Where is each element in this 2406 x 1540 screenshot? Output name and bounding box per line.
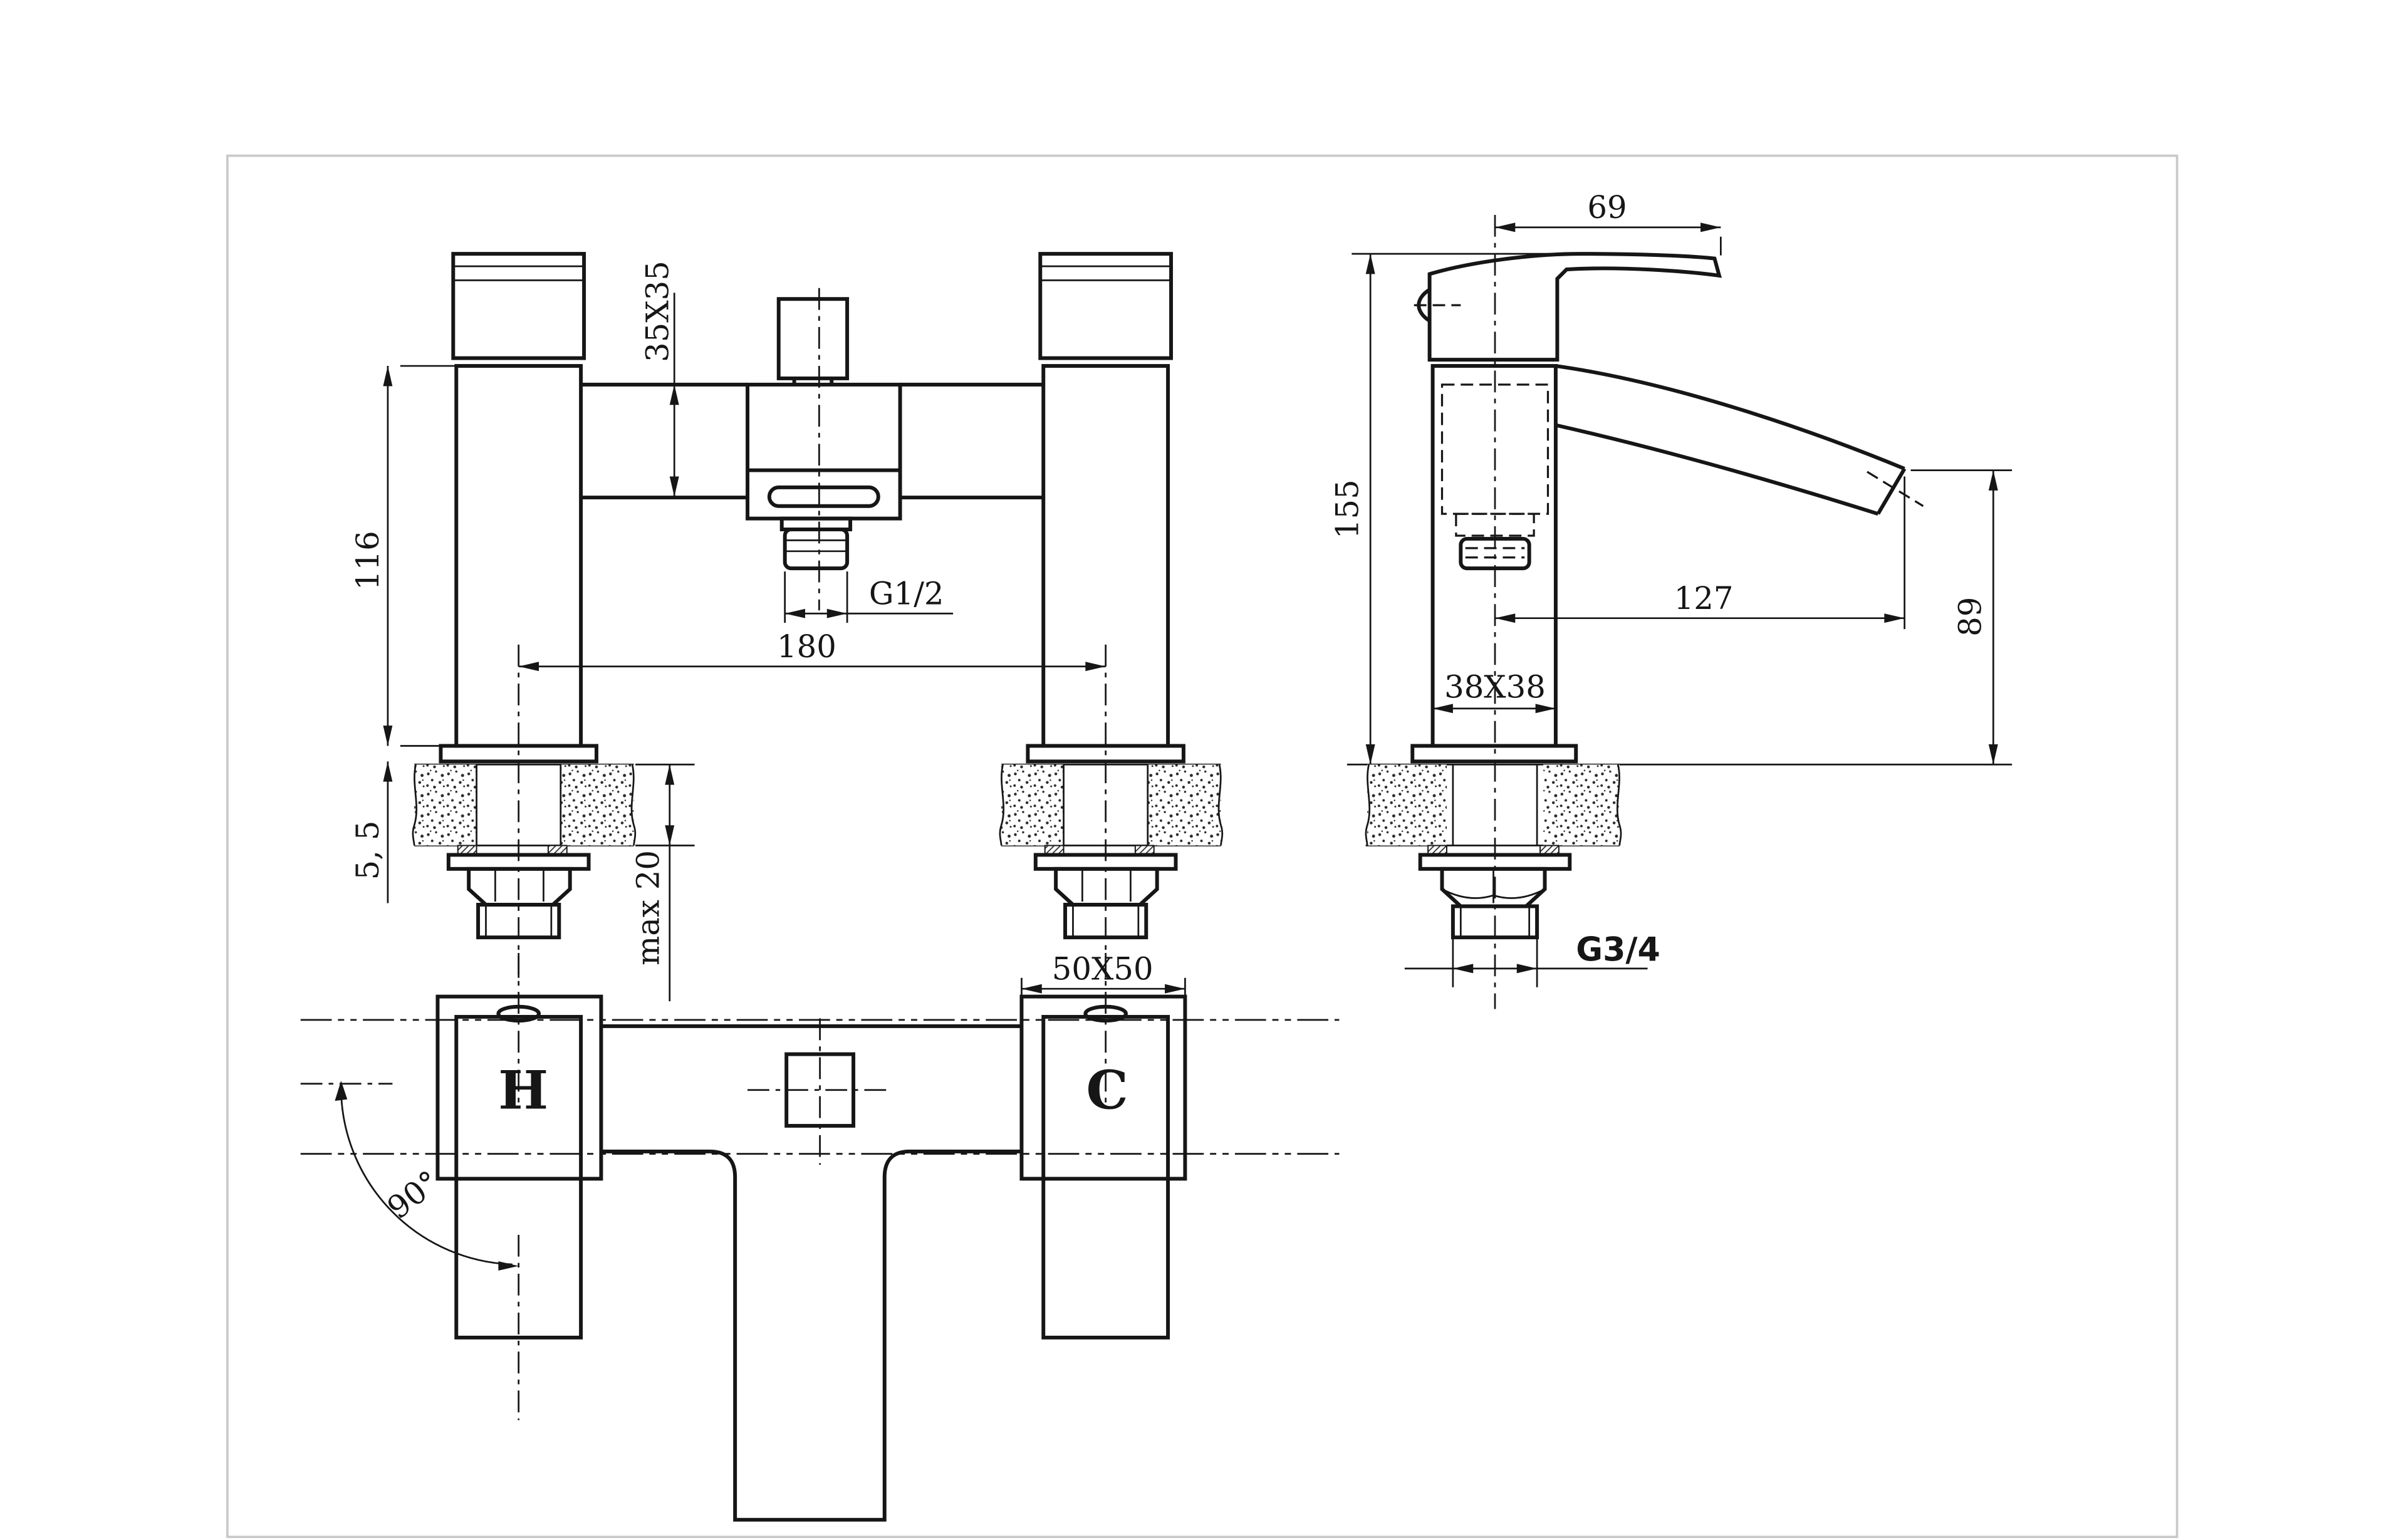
dim-g1-2: G1/2 bbox=[784, 571, 954, 623]
dim-max-20-label: max 20 bbox=[630, 850, 666, 965]
deck-break-edge bbox=[1217, 764, 1224, 846]
dim-38x38: 38X38 bbox=[1432, 669, 1556, 714]
deck-break-edge bbox=[1365, 764, 1371, 846]
base-centerlines bbox=[518, 953, 1107, 1420]
deck-hatch bbox=[560, 764, 634, 846]
dim-116-label: 116 bbox=[350, 531, 386, 590]
cold-label: C bbox=[1086, 1059, 1128, 1121]
tail-thread-lines bbox=[1459, 906, 1531, 938]
dim-89: 89 bbox=[1910, 469, 2013, 765]
spout-flow-dash bbox=[1867, 471, 1924, 507]
dim-max-20: max 20 bbox=[630, 763, 695, 1002]
dim-35x35: 35X35 bbox=[639, 261, 679, 497]
dim-155-label: 155 bbox=[1329, 479, 1365, 539]
dim-69-label: 69 bbox=[1587, 189, 1627, 226]
deck-hatch bbox=[1001, 764, 1064, 846]
deck-break-edge bbox=[412, 764, 418, 846]
plan-view: H C 50X50 90° bbox=[300, 950, 1340, 1522]
front-view: 35X35 116 5, 5 max 20 bbox=[350, 252, 1224, 1002]
drawing-border bbox=[226, 154, 2179, 1538]
right-cap-detail-lines bbox=[1040, 265, 1172, 281]
dim-5-5: 5, 5 bbox=[350, 761, 393, 903]
threaded-shank-lines bbox=[476, 764, 1149, 846]
tail-thread-lines bbox=[485, 904, 553, 938]
outlet-nipple bbox=[783, 528, 850, 571]
dim-38x38-label: 38X38 bbox=[1444, 669, 1546, 705]
cold-base-square bbox=[1019, 994, 1187, 1181]
dim-89-label: 89 bbox=[1952, 597, 1988, 637]
spout-bottom-curve bbox=[1555, 423, 1879, 516]
left-handle-cap bbox=[451, 252, 586, 360]
waterfall-slot bbox=[767, 485, 880, 508]
deck-hatch bbox=[1367, 764, 1447, 846]
dim-5-5-label: 5, 5 bbox=[350, 821, 386, 880]
deck-break-edge bbox=[999, 764, 1005, 846]
dim-155: 155 bbox=[1329, 252, 1578, 765]
hot-label: H bbox=[498, 1059, 548, 1121]
pillar-centerlines bbox=[518, 644, 1107, 984]
deck-hatch bbox=[1147, 764, 1221, 846]
deck-break-edge bbox=[1616, 764, 1622, 846]
tail-thread-lines bbox=[1072, 904, 1140, 938]
side-deck-lines bbox=[1346, 763, 2013, 846]
spout-body-projection bbox=[710, 1149, 910, 1522]
nut-facet-lines bbox=[1081, 868, 1132, 902]
dim-127: 127 bbox=[1495, 476, 1906, 630]
dim-180-label: 180 bbox=[777, 628, 836, 665]
right-handle-cap bbox=[1038, 252, 1174, 360]
dim-180: 180 bbox=[518, 628, 1106, 672]
spout-top-curve bbox=[1555, 364, 1905, 471]
diverter-neck bbox=[792, 378, 834, 385]
dim-116: 116 bbox=[350, 365, 457, 747]
nipple-thread-lines bbox=[784, 539, 848, 553]
left-cap-detail-lines bbox=[453, 265, 585, 281]
dim-127-label: 127 bbox=[1674, 580, 1734, 617]
side-threaded-tail bbox=[1450, 904, 1539, 940]
deck-hatch bbox=[414, 764, 477, 846]
spout-tip-face bbox=[1876, 467, 1907, 515]
deck-break-edge bbox=[630, 764, 637, 846]
dim-g1-2-label: G1/2 bbox=[869, 575, 944, 611]
lever-handle bbox=[1427, 252, 1722, 362]
dim-90deg: 90° bbox=[300, 1080, 519, 1271]
nut-facet-lines bbox=[494, 868, 544, 902]
dim-69: 69 bbox=[1495, 189, 1722, 256]
side-flange bbox=[1410, 744, 1578, 764]
dim-50x50-label: 50X50 bbox=[1052, 950, 1154, 987]
nut-chamfer-arcs bbox=[1441, 888, 1546, 899]
side-view: 69 155 127 89 bbox=[1329, 189, 2013, 1009]
cold-body-projection bbox=[1041, 1014, 1170, 1340]
threaded-shank-lines bbox=[1452, 764, 1538, 846]
dim-50x50: 50X50 bbox=[1021, 950, 1186, 997]
diverter-knob bbox=[776, 297, 850, 380]
deck-hatch bbox=[1543, 764, 1620, 846]
hot-body-projection bbox=[454, 1014, 583, 1340]
dim-35x35-label: 35X35 bbox=[639, 261, 675, 362]
dim-g3-4: G3/4 bbox=[1404, 931, 1660, 987]
dim-g3-4-label: G3/4 bbox=[1576, 931, 1660, 969]
